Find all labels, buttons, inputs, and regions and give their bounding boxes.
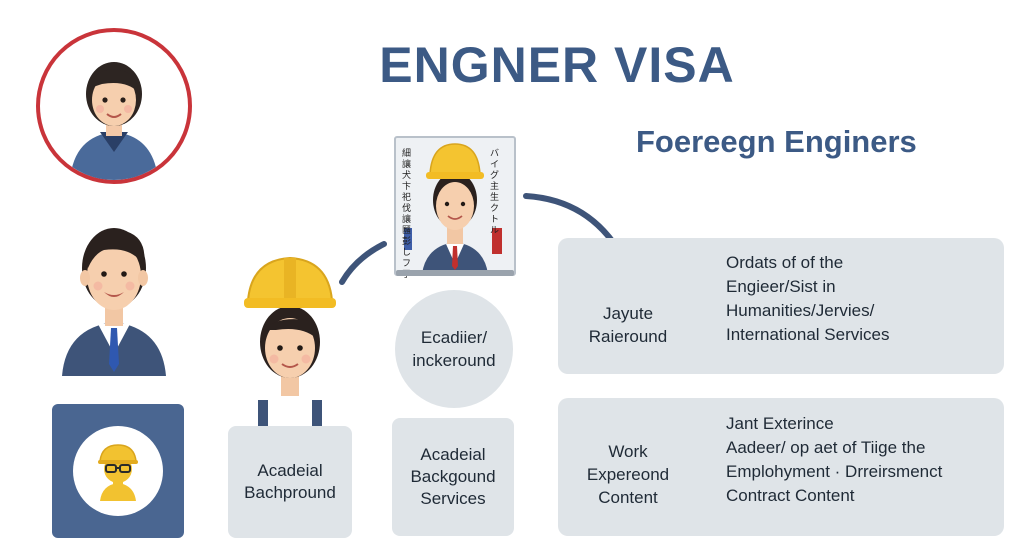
id-card-stand — [396, 270, 514, 276]
box-line: Services — [420, 489, 486, 508]
panel-line: Work — [608, 442, 648, 461]
academic-background-box: Acadeial Bachpround — [228, 426, 352, 538]
panel-line: Jayute — [602, 304, 654, 323]
panel-line: Expereond — [586, 465, 670, 484]
panel-line: Aadeer/ op aet of Tiige the — [726, 438, 926, 457]
panel-line: Raieround — [588, 327, 668, 346]
male-engineer-icon — [62, 228, 166, 376]
helmet-engineer-icon — [98, 444, 138, 501]
page-title: ENGNER VISA — [379, 37, 735, 93]
circle-line: inckeround — [412, 351, 496, 370]
worker-helmet-icon — [244, 256, 336, 428]
panel-line: Emplohyment · Drreirsmenct — [726, 462, 943, 481]
panel-line: International Services — [726, 325, 890, 344]
panel-line: Jant Exterince — [726, 414, 834, 433]
id-card-left-text: 細 讓 犬 卞 祀 伐 讓 㔶 彭 し フ 了 — [402, 148, 412, 279]
id-card: 細 讓 犬 卞 祀 伐 讓 㔶 彭 し フ 了 バ イ グ 主 生 ク ト ル — [394, 136, 516, 279]
panel-line: Humanities/Jervies/ — [726, 301, 875, 320]
box-line: Acadeial — [420, 445, 486, 464]
visa-category-panel: Jayute Raieround Ordats of of the Engiee… — [558, 238, 1004, 374]
work-experience-panel: Work Expereond Content Jant Exterince Aa… — [558, 398, 1004, 536]
background-circle: Ecadiier/ inckeround — [395, 290, 513, 408]
female-engineer-icon — [70, 62, 158, 180]
engineer-icon-tile — [52, 404, 184, 538]
connector-line — [339, 241, 387, 285]
panel-line: Ordats of of the — [726, 253, 844, 272]
id-card-icon — [404, 143, 502, 274]
box-line: Backgound — [410, 467, 496, 486]
academic-services-box: Acadeial Backgound Services — [392, 418, 514, 536]
panel-line: Contract Content — [726, 486, 855, 505]
panel-right-text: Jant Exterince Aadeer/ op aet of Tiige t… — [726, 412, 942, 508]
female-engineer-portrait — [36, 28, 192, 184]
panel-line: Content — [598, 488, 658, 507]
panel-line: Engieer/Sist in — [726, 277, 836, 296]
box-line: Bachpround — [244, 483, 336, 502]
circle-line: Ecadiier/ — [420, 328, 488, 347]
box-line: Acadeial — [257, 461, 323, 480]
panel-right-text: Ordats of of the Engieer/Sist in Humanit… — [726, 251, 889, 347]
panel-left-label: Work Expereond Content — [558, 440, 698, 509]
id-card-right-text: バ イ グ 主 生 ク ト ル — [490, 148, 500, 235]
icon-disc — [73, 426, 163, 516]
page-subtitle: Foereegn Enginers — [636, 124, 917, 159]
panel-left-label: Jayute Raieround — [558, 302, 698, 348]
